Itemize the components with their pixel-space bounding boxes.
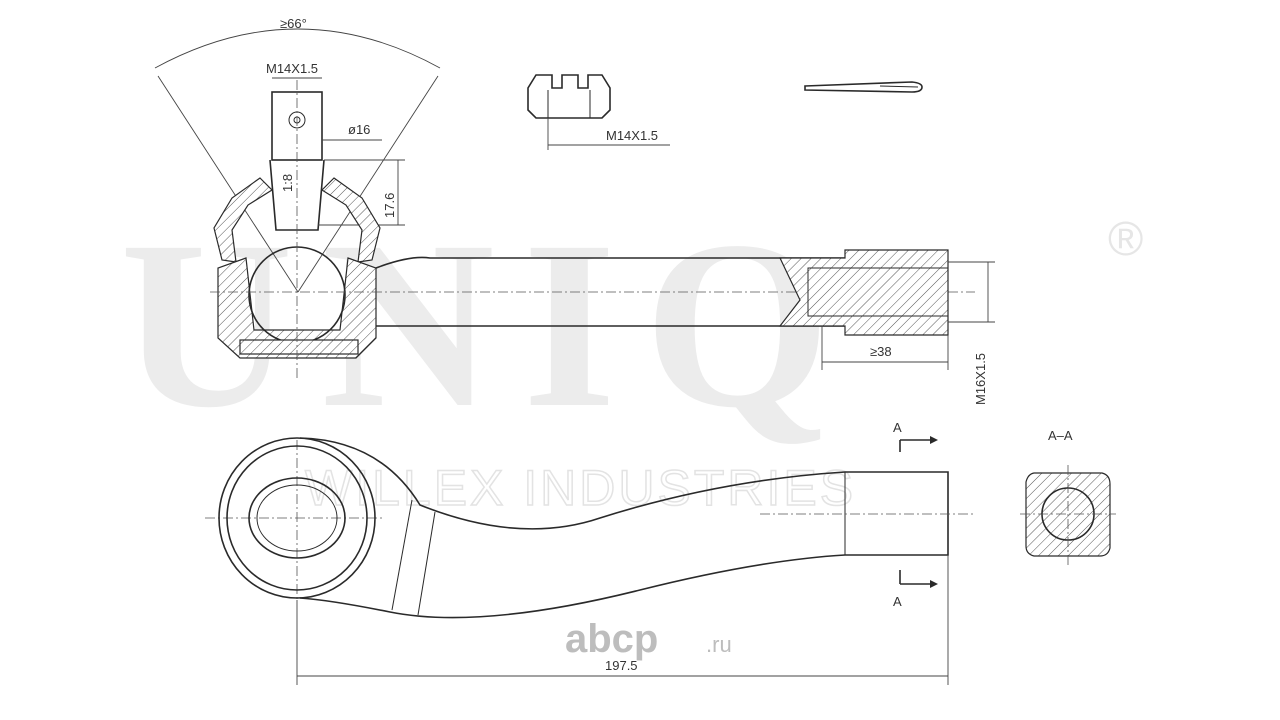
stud-thread-label: M14X1.5 bbox=[266, 61, 318, 76]
tie-rod-end-side-section: ≥66° M14X1.5 ø16 1:8 17.6 bbox=[154, 16, 995, 405]
taper-label: 1:8 bbox=[280, 174, 295, 192]
plan-arm-transition-2 bbox=[417, 511, 436, 616]
angle-line-right bbox=[297, 75, 439, 293]
inner-thread-label: M16X1.5 bbox=[973, 353, 988, 405]
castle-nut: M14X1.5 bbox=[527, 74, 670, 150]
internal-thread-bore bbox=[807, 267, 949, 317]
source-logo-tld: .ru bbox=[706, 632, 732, 657]
angle-arc bbox=[154, 28, 441, 69]
section-mark-top-label: A bbox=[893, 420, 902, 435]
watermark-subtitle: WILLEX INDUSTRIES bbox=[305, 460, 856, 516]
eye-bore bbox=[256, 484, 338, 552]
threaded-socket-section bbox=[778, 249, 949, 336]
section-title: A–A bbox=[1048, 428, 1073, 443]
section-arrow-bottom-icon bbox=[930, 580, 938, 588]
angle-line-left bbox=[157, 75, 299, 293]
stud-diameter-label: ø16 bbox=[348, 122, 370, 137]
overall-length-label: 197.5 bbox=[605, 658, 638, 673]
thread-depth-label: ≥38 bbox=[870, 344, 892, 359]
housing-bottom-plug bbox=[239, 339, 359, 355]
plan-arm-transition bbox=[391, 499, 413, 611]
eye-outer bbox=[218, 437, 376, 599]
nut-thread-label: M14X1.5 bbox=[606, 128, 658, 143]
taper-length-label: 17.6 bbox=[382, 193, 397, 218]
section-a-a: A–A bbox=[1020, 428, 1116, 565]
eye-rim bbox=[226, 445, 368, 591]
cotter-pin bbox=[804, 81, 923, 93]
plan-arm-outline bbox=[299, 437, 949, 619]
tie-rod-end-plan-view: A A 197.5 bbox=[205, 420, 975, 685]
cotter-pin-body bbox=[804, 81, 923, 93]
angle-label: ≥66° bbox=[280, 16, 307, 31]
castle-nut-outline bbox=[527, 74, 611, 119]
source-logo: abcp .ru bbox=[565, 617, 732, 661]
section-arrow-top-icon bbox=[930, 436, 938, 444]
tie-rod-arm bbox=[375, 256, 846, 327]
section-mark-bottom-label: A bbox=[893, 594, 902, 609]
watermark-registered-mark: ® bbox=[1108, 213, 1143, 266]
cotter-pin-split bbox=[879, 85, 919, 88]
eye-inner bbox=[248, 477, 346, 559]
source-logo-name: abcp bbox=[565, 617, 658, 661]
